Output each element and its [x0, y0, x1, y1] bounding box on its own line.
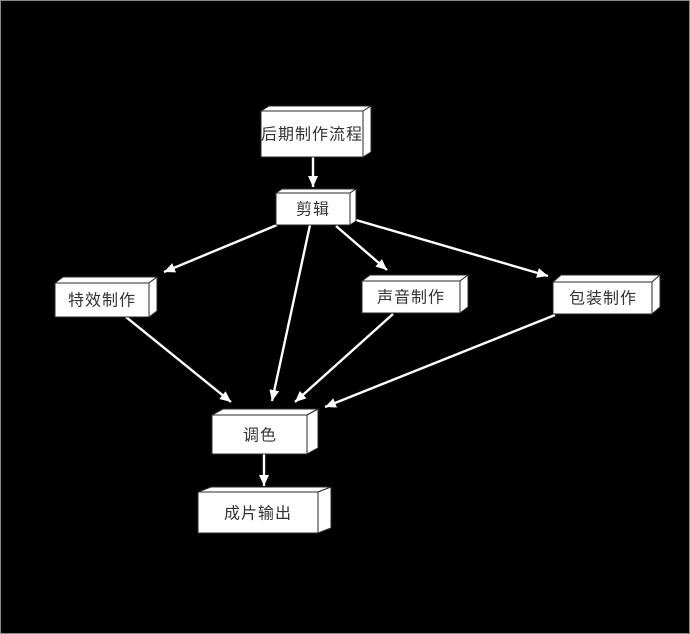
- node-sound-production-top-face: [360, 274, 470, 282]
- node-final-output-side-face: [317, 486, 332, 534]
- node-editing-side-face: [349, 188, 357, 226]
- edge-editing-to-sound: [335, 225, 388, 271]
- node-editing-label: 剪辑: [296, 201, 330, 219]
- node-post-production-process-side-face: [362, 105, 372, 158]
- edge-editing-to-vfx: [163, 223, 278, 274]
- node-vfx-production-side-face: [148, 276, 158, 318]
- edge-sound-to-grading: [294, 313, 394, 403]
- node-sound-production-label: 声音制作: [377, 289, 445, 307]
- node-layer: 后期制作流程 剪辑 特效制作 声音制作: [53, 105, 662, 534]
- node-sound-production-front-face: [361, 280, 461, 314]
- node-color-grading: 调色: [211, 408, 319, 455]
- node-sound-production: 声音制作: [360, 274, 470, 314]
- node-color-grading-side-face: [306, 408, 319, 455]
- node-post-production-process-label: 后期制作流程: [261, 126, 363, 144]
- edge-editing-to-grading: [269, 224, 312, 402]
- node-final-output-label: 成片输出: [224, 505, 292, 523]
- node-color-grading-front-face: [211, 414, 308, 455]
- node-post-production-process-front-face: [260, 110, 364, 158]
- edge-layer: [125, 157, 556, 486]
- edge-packaging-to-grading: [324, 313, 556, 409]
- node-packaging-production-label: 包装制作: [569, 290, 637, 308]
- node-packaging-production-top-face: [551, 274, 662, 283]
- node-packaging-production-front-face: [552, 281, 653, 315]
- node-editing-top-face: [274, 188, 358, 194]
- node-sound-production-side-face: [459, 274, 469, 314]
- edge-vfx-to-grading: [125, 316, 232, 403]
- node-vfx-production: 特效制作: [53, 276, 159, 318]
- node-color-grading-top-face: [211, 408, 319, 416]
- node-post-production-process: 后期制作流程: [259, 105, 373, 158]
- node-vfx-production-top-face: [53, 276, 159, 284]
- node-post-production-process-top-face: [259, 105, 373, 112]
- node-vfx-production-label: 特效制作: [68, 292, 136, 310]
- node-packaging-production: 包装制作: [551, 273, 662, 316]
- node-final-output: 成片输出: [197, 486, 332, 534]
- node-vfx-production-front-face: [54, 282, 150, 318]
- edge-editing-to-packaging: [355, 218, 549, 278]
- node-final-output-front-face: [197, 491, 319, 534]
- node-editing-front-face: [275, 192, 351, 226]
- node-color-grading-label: 调色: [243, 427, 277, 445]
- node-editing: 剪辑: [274, 188, 358, 226]
- node-packaging-production-side-face: [651, 273, 661, 316]
- node-final-output-top-face: [197, 486, 332, 493]
